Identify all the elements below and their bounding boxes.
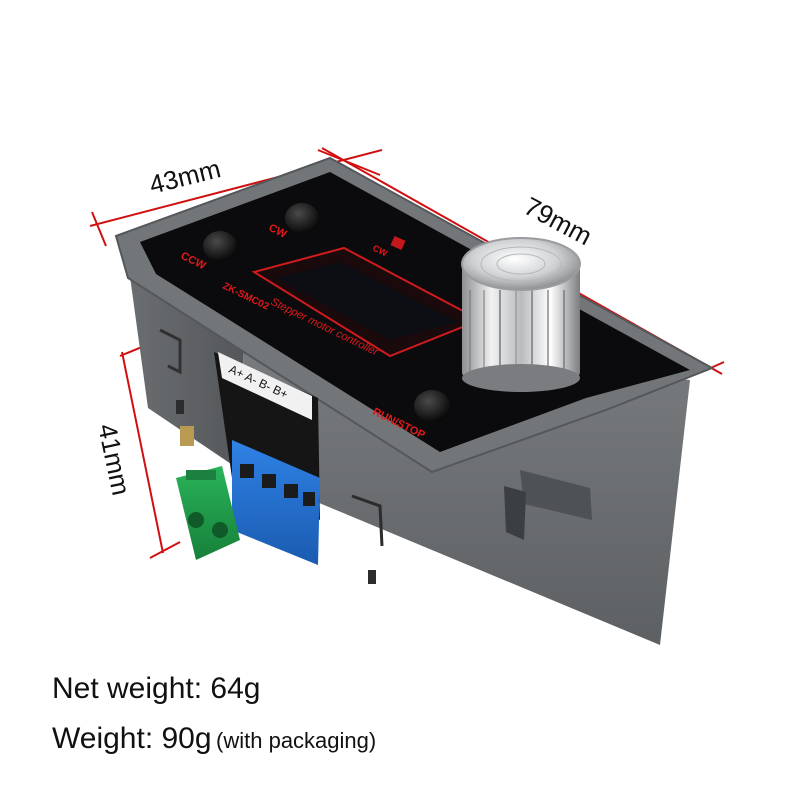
width-dimension-label: 43mm <box>146 153 223 200</box>
left-slot <box>176 400 184 414</box>
brass-pins <box>180 426 194 446</box>
green-terminal-top <box>186 470 216 480</box>
height-extension-bottom <box>149 541 181 559</box>
front-slot <box>368 570 376 584</box>
width-extension-left <box>91 211 107 247</box>
ccw-button[interactable] <box>203 231 237 261</box>
front-latch <box>520 470 592 520</box>
weight-caption: Weight: 90g (with packaging) <box>52 722 376 756</box>
height-dimension-line <box>121 351 164 554</box>
controller-device: A+ A- B- B+ CCW CW CW ZK-SMC02 Stepper m… <box>114 156 715 645</box>
lcd-screen <box>276 262 458 340</box>
green-terminal-block <box>176 466 240 560</box>
push-button-icon <box>285 203 319 233</box>
cw-indicator <box>390 235 406 251</box>
run-stop-button[interactable] <box>414 390 450 422</box>
rotary-knob-icon <box>461 237 581 392</box>
push-button-icon <box>203 231 237 261</box>
front-latch-step <box>504 486 526 540</box>
push-button-icon <box>414 390 450 422</box>
rotary-knob[interactable] <box>461 237 581 392</box>
height-dimension-label: 41mm <box>92 421 136 498</box>
green-terminal-hole-1 <box>188 512 204 528</box>
net-weight-caption: Net weight: 64g <box>52 672 260 706</box>
front-clip-1 <box>351 494 384 547</box>
weight-text: Weight: 90g <box>52 722 212 755</box>
terminal-label-strip <box>218 352 312 420</box>
cw-button[interactable] <box>285 203 319 233</box>
weight-note: (with packaging) <box>216 728 377 753</box>
left-clip <box>159 328 182 375</box>
net-weight-text: Net weight: 64g <box>52 672 261 705</box>
case-left-side <box>128 262 244 470</box>
green-terminal-hole-2 <box>212 522 228 538</box>
blue-terminal-screws <box>240 464 315 506</box>
